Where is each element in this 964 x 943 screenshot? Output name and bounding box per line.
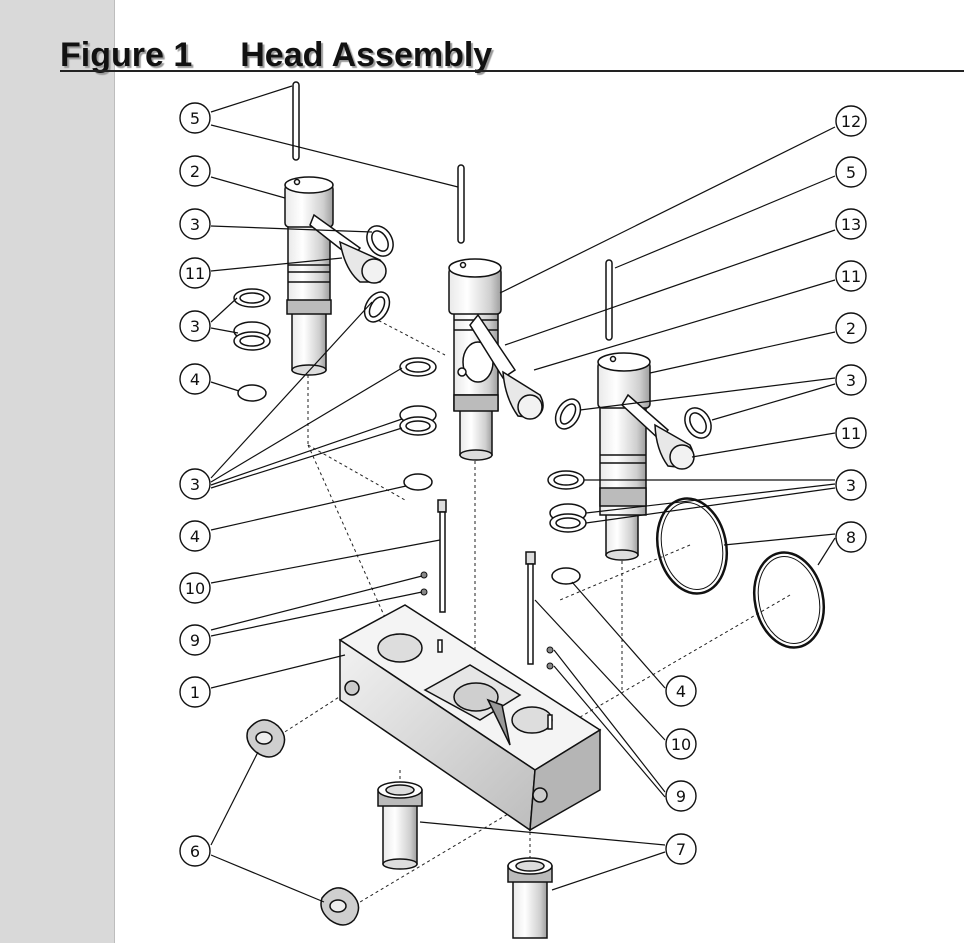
svg-text:5: 5 <box>846 163 856 182</box>
figure-heading: Figure 1 Head Assembly <box>60 24 964 72</box>
sidebar-strip <box>0 0 115 943</box>
svg-text:4: 4 <box>190 370 200 389</box>
callout-7: 7 <box>665 833 697 865</box>
svg-text:3: 3 <box>190 215 200 234</box>
svg-text:4: 4 <box>676 682 686 701</box>
svg-text:2: 2 <box>846 319 856 338</box>
svg-text:11: 11 <box>841 424 861 443</box>
svg-text:9: 9 <box>190 631 200 650</box>
callout-9b: 9 <box>665 780 697 812</box>
svg-text:6: 6 <box>190 842 200 861</box>
figure-title: Head Assembly <box>240 36 493 74</box>
pin-center <box>457 164 465 244</box>
set-screws <box>420 571 554 670</box>
callout-10b: 10 <box>665 728 697 760</box>
svg-text:3: 3 <box>846 476 856 495</box>
callout-3c: 3 <box>179 468 211 500</box>
callout-3a: 3 <box>179 208 211 240</box>
callout-11b: 11 <box>835 260 867 292</box>
callout-3d: 3 <box>835 364 867 396</box>
knob-upper <box>246 719 286 758</box>
svg-text:12: 12 <box>841 112 861 131</box>
bolt-right <box>525 551 536 665</box>
valve-body-right <box>597 352 695 561</box>
bolt-left <box>437 499 447 613</box>
callout-2a: 2 <box>179 155 211 187</box>
callout-11c: 11 <box>835 417 867 449</box>
svg-text:11: 11 <box>841 267 861 286</box>
svg-text:4: 4 <box>190 527 200 546</box>
svg-text:10: 10 <box>185 579 205 598</box>
svg-text:13: 13 <box>841 215 861 234</box>
svg-text:11: 11 <box>185 264 205 283</box>
callout-3e: 3 <box>835 469 867 501</box>
svg-text:3: 3 <box>190 475 200 494</box>
svg-text:7: 7 <box>676 840 686 859</box>
heading-rule <box>60 70 964 72</box>
callout-5a: 5 <box>179 102 211 134</box>
svg-text:8: 8 <box>846 528 856 547</box>
valve-body-center <box>448 258 544 461</box>
callout-13: 13 <box>835 208 867 240</box>
pin-right <box>605 259 613 341</box>
svg-text:3: 3 <box>846 371 856 390</box>
callout-4a: 4 <box>179 363 211 395</box>
svg-text:3: 3 <box>190 317 200 336</box>
seal-rings <box>233 225 712 585</box>
base-block <box>338 604 602 832</box>
svg-text:1: 1 <box>190 683 200 702</box>
callout-9a: 9 <box>179 624 211 656</box>
callout-11a: 11 <box>179 257 211 289</box>
callout-8: 8 <box>835 521 867 553</box>
callout-10a: 10 <box>179 572 211 604</box>
valve-body-left <box>284 176 387 376</box>
knob-lower <box>320 887 360 926</box>
svg-text:10: 10 <box>671 735 691 754</box>
svg-text:5: 5 <box>190 109 200 128</box>
callout-3b: 3 <box>179 310 211 342</box>
large-o-rings <box>656 497 825 649</box>
callout-4b: 4 <box>179 520 211 552</box>
callout-2b: 2 <box>835 312 867 344</box>
leader-lines <box>210 85 836 903</box>
pin-left <box>292 81 300 161</box>
callout-12: 12 <box>835 105 867 137</box>
sleeve-right <box>507 857 553 939</box>
callout-4c: 4 <box>665 675 697 707</box>
svg-text:2: 2 <box>190 162 200 181</box>
svg-text:9: 9 <box>676 787 686 806</box>
callout-6: 6 <box>179 835 211 867</box>
callout-1: 1 <box>179 676 211 708</box>
callout-5b: 5 <box>835 156 867 188</box>
sleeve-left <box>377 781 423 870</box>
figure-label: Figure 1 <box>60 36 193 74</box>
